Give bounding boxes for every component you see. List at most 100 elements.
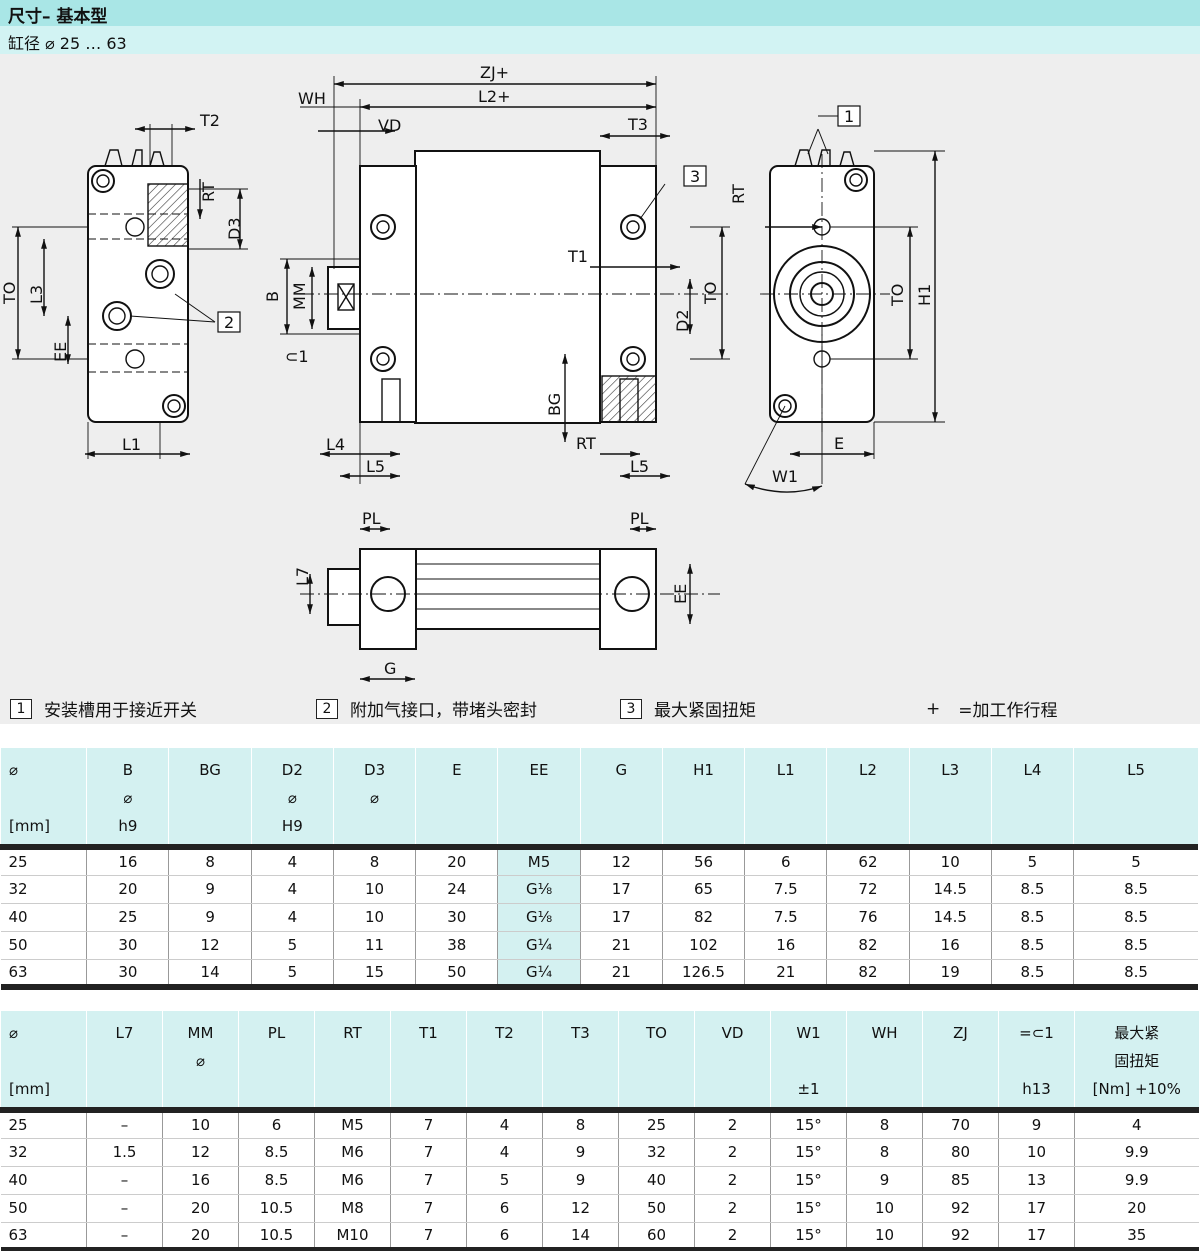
column-header: E — [415, 748, 498, 847]
table-cell: 8 — [542, 1110, 619, 1139]
table-cell: 9 — [168, 875, 252, 904]
column-header: G — [579, 748, 663, 847]
callout-2: 2 — [217, 311, 241, 333]
column-header: RT — [314, 1011, 391, 1110]
column-header-line: h13 — [1022, 1080, 1051, 1098]
column-header: ⌀[mm] — [0, 1011, 87, 1110]
column-header-line — [171, 784, 248, 812]
column-header: ZJ — [922, 1011, 999, 1110]
column-header-line: ⌀ — [195, 1052, 206, 1070]
legend-item-3: 3 最大紧固扭矩 — [620, 696, 756, 721]
column-header: L1 — [744, 748, 827, 847]
table-cell: 82 — [826, 959, 910, 988]
column-header-line: [mm] — [9, 1080, 50, 1098]
table-cell: 8.5 — [990, 931, 1074, 960]
table-cell: 10 — [332, 875, 416, 904]
table-cell: 15° — [770, 1194, 847, 1223]
technical-drawing: ZJ+ L2+ WH VD T3 T2 RT D3 TO L3 EE L1 B … — [0, 54, 1200, 724]
table-cell: 16 — [908, 931, 992, 960]
table-cell: 9 — [998, 1110, 1075, 1139]
table-cell: 4 — [250, 847, 334, 876]
table-cell: 80 — [922, 1138, 999, 1167]
table-cell: 16 — [86, 847, 169, 876]
table-cell: 21 — [744, 959, 827, 988]
table-cell: 8 — [846, 1138, 923, 1167]
table-cell: 5 — [250, 931, 334, 960]
column-header: PL — [238, 1011, 315, 1110]
right-cap-hatch — [601, 375, 657, 423]
column-header-line — [418, 784, 495, 812]
label-d3: D3 — [225, 218, 244, 241]
cylinder-barrel — [414, 150, 601, 424]
table-cell: 8 — [168, 847, 252, 876]
column-header-line — [545, 1047, 616, 1075]
column-header-line — [1076, 812, 1196, 840]
table-cell: 8.5 — [1073, 875, 1198, 904]
table-cell: 25 — [0, 1110, 87, 1139]
table-cell: 9 — [168, 903, 252, 932]
label-t3: T3 — [627, 115, 648, 134]
column-header-line — [994, 784, 1071, 812]
column-header-line: TO — [646, 1024, 667, 1042]
table-cell: 32 — [0, 1138, 87, 1167]
column-header-line — [171, 812, 248, 840]
label-wh: WH — [298, 89, 326, 108]
label-l7: L7 — [293, 567, 312, 586]
label-d2: D2 — [673, 310, 692, 333]
column-header: B⌀h9 — [86, 748, 169, 847]
column-header: WH — [846, 1011, 923, 1110]
table-cell: 4 — [1074, 1110, 1199, 1139]
legend-text: 最大紧固扭矩 — [654, 701, 756, 721]
table-cell: 2 — [694, 1194, 771, 1223]
table-cell: 20 — [1074, 1194, 1199, 1223]
table-cell: M6 — [314, 1166, 391, 1195]
table-cell: M5 — [314, 1110, 391, 1139]
table-cell: 8.5 — [990, 959, 1074, 988]
column-header-line: [Nm] +10% — [1092, 1080, 1181, 1098]
label-bg: BG — [545, 393, 564, 416]
column-header-line: [mm] — [9, 817, 50, 835]
table-cell: 8 — [846, 1110, 923, 1139]
table-cell: 8.5 — [1073, 959, 1198, 988]
table-cell: 4 — [250, 903, 334, 932]
column-header-line: EE — [529, 761, 549, 779]
column-header-line: RT — [343, 1024, 362, 1042]
table-cell: 6 — [238, 1110, 315, 1139]
table-cell: G⅛ — [497, 875, 581, 904]
table-cell: 40 — [618, 1166, 695, 1195]
table-cell: 4 — [250, 875, 334, 904]
table-cell: 5 — [466, 1166, 543, 1195]
table-cell: 9.9 — [1074, 1166, 1199, 1195]
table-cell: 13 — [998, 1166, 1075, 1195]
label-h1: H1 — [915, 284, 934, 306]
column-header-line — [241, 1075, 312, 1103]
table-cell: G¼ — [497, 959, 581, 988]
table-cell: 10 — [846, 1222, 923, 1251]
table-cell: M8 — [314, 1194, 391, 1223]
right-view-slot — [794, 149, 855, 167]
column-header: MM⌀ — [162, 1011, 239, 1110]
column-header: T3 — [542, 1011, 619, 1110]
column-header-line — [829, 812, 906, 840]
table-cell: 7.5 — [744, 875, 827, 904]
table-cell: 9 — [846, 1166, 923, 1195]
piston-rod-nut — [327, 266, 361, 330]
label-rt-center: RT — [576, 434, 596, 453]
column-header: TO — [618, 1011, 695, 1110]
column-header-line — [773, 1047, 844, 1075]
table-cell: 10 — [162, 1110, 239, 1139]
table-cell: 5 — [1073, 847, 1198, 876]
column-header-line — [621, 1075, 692, 1103]
column-header-line: G — [615, 761, 628, 779]
table-cell: 70 — [922, 1110, 999, 1139]
table-cell: 20 — [162, 1194, 239, 1223]
left-view-slot — [104, 149, 165, 167]
column-header-line: ⌀ — [287, 789, 297, 807]
column-header-line — [621, 1047, 692, 1075]
table-cell: 17 — [998, 1222, 1075, 1251]
label-mm: MM — [290, 282, 309, 310]
